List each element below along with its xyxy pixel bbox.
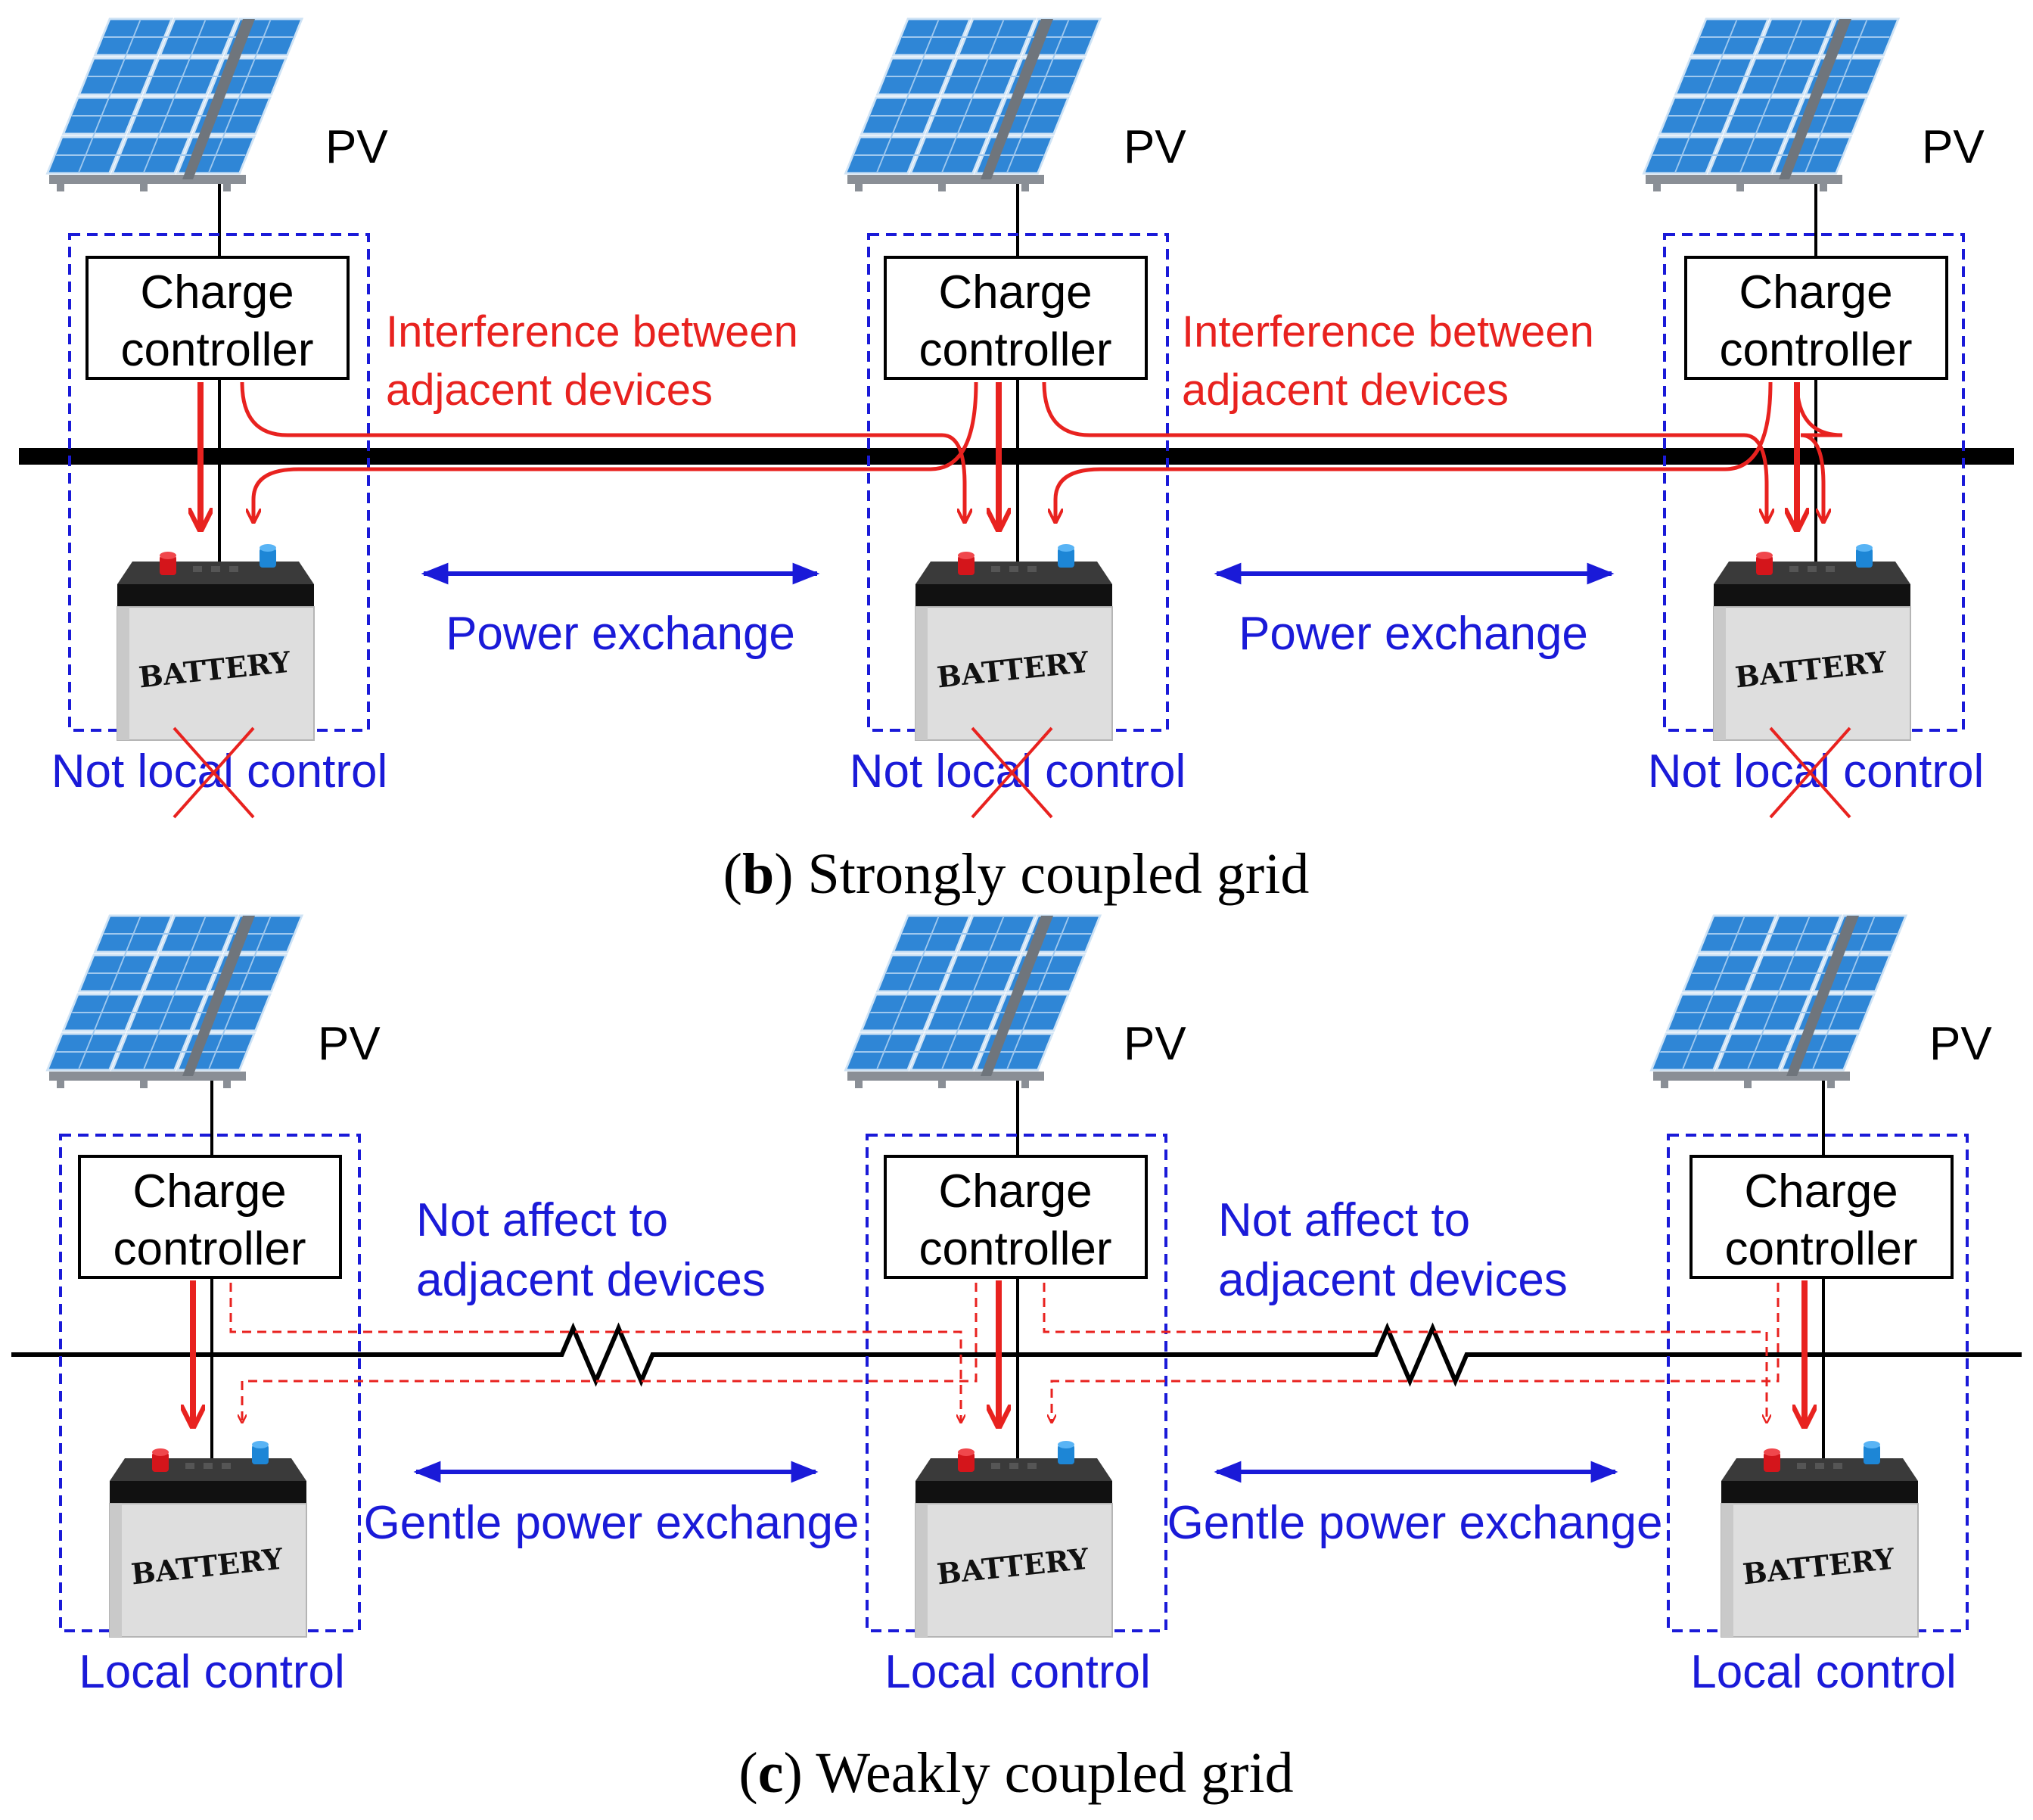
cross-mark (1769, 726, 1851, 819)
caption-b: (b) Strongly coupled grid (723, 842, 1310, 906)
battery-icon (1721, 1440, 1919, 1638)
no-affect-label: adjacent devices (416, 1254, 766, 1306)
interference-arrow (1042, 381, 1767, 522)
solar-panel-icon (844, 914, 1102, 1090)
charge-controller-label: Charge (140, 266, 294, 319)
bus-line-weak (821, 1322, 2022, 1387)
battery-icon (915, 543, 1113, 741)
charge-controller-label: Charge (938, 266, 1092, 319)
interference-arrow (253, 381, 978, 522)
charge-controller-box (85, 256, 350, 380)
pv-label: PV (1124, 121, 1186, 173)
no-affect-label: Not affect to (1218, 1194, 1470, 1246)
weak-interference-arrow (229, 1283, 961, 1423)
interference-arrow (240, 381, 965, 522)
no-affect-label: adjacent devices (1218, 1254, 1568, 1306)
charge-controller-label: controller (919, 324, 1112, 376)
solar-panel-icon (46, 914, 303, 1090)
solar-panel-icon (844, 17, 1102, 193)
battery-icon (915, 1440, 1113, 1638)
pv-label: PV (325, 121, 388, 173)
battery-icon (109, 1440, 307, 1638)
pv-label: PV (1922, 121, 1985, 173)
charge-controller-box (78, 1155, 342, 1279)
solar-panel-icon (1650, 914, 1907, 1090)
bus-line-weak (11, 1322, 1203, 1387)
battery-icon (1713, 543, 1911, 741)
caption-letter: b (742, 842, 774, 906)
interference-label: adjacent devices (386, 366, 713, 415)
weak-interference-arrow (242, 1283, 978, 1423)
power-exchange-label: Gentle power exchange (1167, 1497, 1663, 1549)
pv-label: PV (1124, 1018, 1186, 1070)
caption-c: (c) Weakly coupled grid (738, 1741, 1293, 1805)
weak-interference-arrow (1043, 1283, 1767, 1423)
charge-controller-label: Charge (1744, 1165, 1898, 1218)
charge-controller-label: Charge (938, 1165, 1092, 1218)
power-exchange-label: Gentle power exchange (364, 1497, 860, 1549)
interference-arrow (1055, 381, 1773, 522)
charge-controller-box (884, 256, 1148, 380)
control-label: Local control (884, 1646, 1151, 1698)
cross-mark (971, 726, 1053, 819)
power-exchange-label: Power exchange (446, 608, 795, 660)
control-label: Local control (1690, 1646, 1957, 1698)
charge-controller-label: controller (121, 324, 314, 376)
charge-controller-label: controller (1725, 1223, 1918, 1275)
pv-label: PV (318, 1018, 381, 1070)
solar-panel-icon (1643, 17, 1900, 193)
charge-controller-box (1684, 256, 1948, 380)
solar-panel-icon (46, 17, 303, 193)
control-label: Local control (79, 1646, 345, 1698)
charge-controller-label: Charge (132, 1165, 286, 1218)
charge-controller-box (884, 1155, 1148, 1279)
no-affect-label: Not affect to (416, 1194, 668, 1246)
interference-label: Interference between (1182, 307, 1594, 356)
control-label: Not local control (51, 745, 388, 798)
power-exchange-label: Power exchange (1239, 608, 1588, 660)
charge-controller-label: controller (1720, 324, 1913, 376)
pv-label: PV (1929, 1018, 1992, 1070)
caption-letter: c (758, 1741, 784, 1805)
control-label: Not local control (1648, 745, 1985, 798)
battery-icon (117, 543, 315, 741)
control-label: Not local control (850, 745, 1186, 798)
interference-label: Interference between (386, 307, 798, 356)
charge-controller-label: controller (919, 1223, 1112, 1275)
charge-controller-label: Charge (1739, 266, 1892, 319)
interference-label: adjacent devices (1182, 366, 1509, 415)
interference-arrow (1795, 381, 1843, 522)
weak-interference-arrow (1052, 1283, 1780, 1423)
charge-controller-label: controller (113, 1223, 306, 1275)
cross-mark (173, 726, 255, 819)
charge-controller-box (1690, 1155, 1954, 1279)
